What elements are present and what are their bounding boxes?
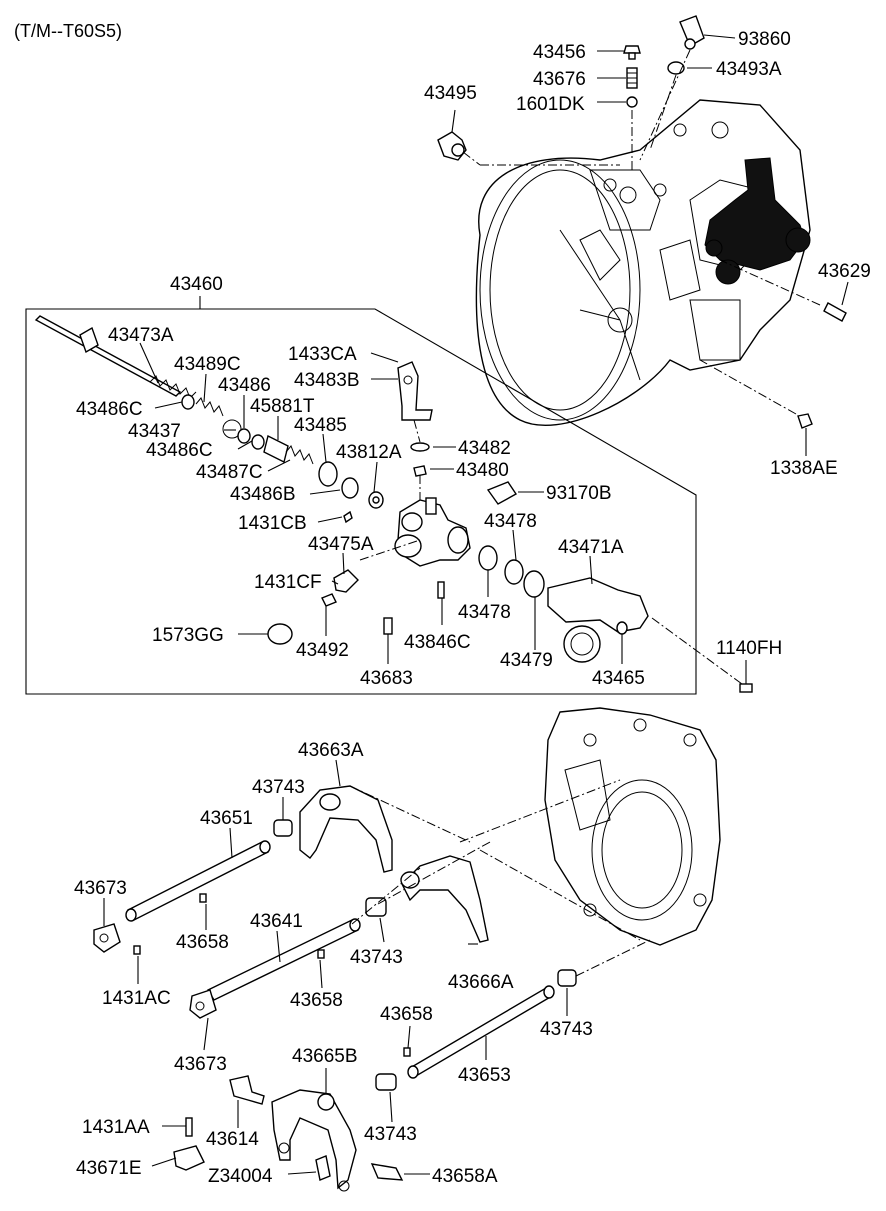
label-43846C: 43846C [404, 632, 471, 653]
label-43465: 43465 [592, 668, 645, 689]
transmission-case [475, 99, 811, 426]
bolt-43456 [623, 45, 641, 60]
label-93860: 93860 [738, 29, 791, 50]
label-43482: 43482 [458, 438, 511, 459]
label-43629: 43629 [818, 261, 871, 282]
label-43460: 43460 [170, 274, 223, 295]
control-shaft-group-box [25, 296, 697, 695]
ball-1601DK [626, 96, 638, 108]
label-43495: 43495 [424, 83, 477, 104]
label-43478-a: 43478 [484, 511, 537, 532]
top-leaders [451, 34, 849, 456]
label-43671E: 43671E [76, 1158, 142, 1179]
label-43483B: 43483B [294, 370, 360, 391]
label-43663A: 43663A [298, 740, 364, 761]
label-43743-d: 43743 [364, 1124, 417, 1145]
label-1601DK: 1601DK [516, 94, 585, 115]
label-1431AC: 1431AC [102, 988, 171, 1009]
label-1433CA: 1433CA [288, 344, 357, 365]
label-43485: 43485 [294, 415, 347, 436]
label-43473A: 43473A [108, 325, 174, 346]
label-43673-a: 43673 [74, 878, 127, 899]
label-43658-a: 43658 [176, 932, 229, 953]
label-43478-b: 43478 [458, 602, 511, 623]
sensor-93860 [679, 15, 705, 50]
label-43658-c: 43658 [380, 1004, 433, 1025]
label-43666A: 43666A [448, 972, 514, 993]
label-1431CF: 1431CF [254, 572, 322, 593]
label-43475A: 43475A [308, 534, 374, 555]
label-43471A: 43471A [558, 537, 624, 558]
label-43479: 43479 [500, 650, 553, 671]
spring-43676 [626, 67, 638, 89]
label-43480: 43480 [456, 460, 509, 481]
label-43673-b: 43673 [174, 1054, 227, 1075]
label-45881T: 45881T [250, 396, 315, 417]
part-labels: 93860 43456 43676 43493A 1601DK 43495 43… [74, 29, 871, 1187]
label-43456: 43456 [533, 42, 586, 63]
label-93170B: 93170B [546, 483, 612, 504]
label-43614: 43614 [206, 1129, 259, 1150]
model-code: (T/M--T60S5) [14, 21, 122, 41]
label-43743-a: 43743 [252, 777, 305, 798]
label-43489C: 43489C [174, 354, 241, 375]
plug-43495 [437, 131, 467, 161]
label-43487C: 43487C [196, 462, 263, 483]
label-1431CB: 1431CB [238, 513, 307, 534]
nut-1338AE [797, 413, 813, 429]
label-43493A: 43493A [716, 59, 782, 80]
label-1338AE: 1338AE [770, 458, 838, 479]
bolt-43629 [823, 302, 847, 322]
label-43665B: 43665B [292, 1046, 358, 1067]
label-43437: 43437 [128, 421, 181, 442]
label-1573GG: 1573GG [152, 625, 224, 646]
label-Z34004: Z34004 [208, 1166, 273, 1187]
label-43641: 43641 [250, 911, 303, 932]
label-43486C-a: 43486C [76, 399, 143, 420]
label-1140FH: 1140FH [716, 638, 782, 659]
label-43743-c: 43743 [540, 1019, 593, 1040]
label-43743-b: 43743 [350, 947, 403, 968]
label-1431AA: 1431AA [82, 1117, 150, 1138]
label-43486B: 43486B [230, 484, 296, 505]
label-43658-b: 43658 [290, 990, 343, 1011]
bottom-leaders [103, 759, 651, 1175]
clutch-housing [544, 707, 721, 946]
label-43486C-b: 43486C [146, 440, 213, 461]
label-43492: 43492 [296, 640, 349, 661]
middle-leaders [139, 342, 747, 685]
label-43683: 43683 [360, 668, 413, 689]
shift-rails-and-forks [93, 785, 577, 1192]
label-43653: 43653 [458, 1065, 511, 1086]
label-43486: 43486 [218, 375, 271, 396]
label-43676: 43676 [533, 69, 586, 90]
label-43651: 43651 [200, 808, 253, 829]
label-43812A: 43812A [336, 442, 402, 463]
label-43658A: 43658A [432, 1166, 498, 1187]
